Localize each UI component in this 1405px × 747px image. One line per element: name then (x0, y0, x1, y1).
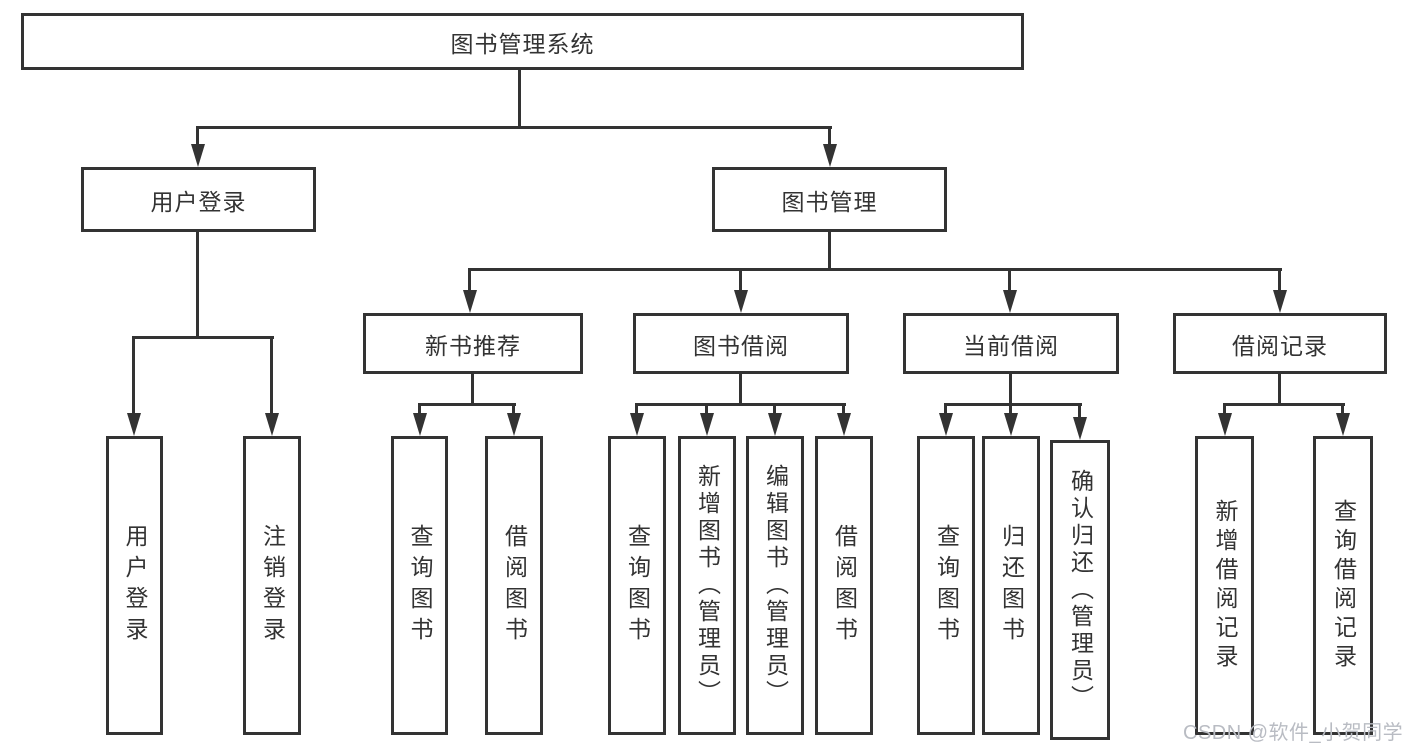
leaf-confirm-return-admin: 确认归还（管理员） (1050, 440, 1110, 740)
arrow-down-icon (265, 413, 279, 436)
arrow-down-icon (700, 413, 714, 436)
leaf-add-borrow-record: 新增借阅记录 (1195, 436, 1254, 735)
arrow-down-icon (630, 413, 644, 436)
leaf-query-borrow-record: 查询借阅记录 (1313, 436, 1373, 735)
watermark: CSDN @软件_小贺同学 (1183, 722, 1404, 744)
connector-current-drop (1078, 403, 1081, 418)
connector-recommend-drop (418, 403, 421, 414)
node-book-management: 图书管理 (712, 167, 947, 232)
connector-user-login-vline (196, 232, 199, 338)
connector-recommend-vline (471, 374, 474, 406)
connector-book-mgmt-drop (468, 268, 471, 290)
arrow-down-icon (1336, 413, 1350, 436)
leaf-borrow-book-recommend: 借阅图书 (485, 436, 543, 735)
arrow-down-icon (1218, 413, 1232, 436)
connector-current-drop (944, 403, 947, 414)
leaf-query-book-current: 查询图书 (917, 436, 975, 735)
connector-root-vline (518, 70, 521, 128)
connector-book-mgmt-drop (1278, 268, 1281, 290)
arrow-down-icon (413, 413, 427, 436)
arrow-down-icon (1003, 290, 1017, 313)
arrow-down-icon (1004, 413, 1018, 436)
leaf-return-book: 归还图书 (982, 436, 1040, 735)
arrow-down-icon (1073, 417, 1087, 440)
connector-user-login-drop (270, 336, 273, 414)
leaf-logout-login: 注销登录 (243, 436, 301, 735)
connector-borrow-drop (773, 403, 776, 414)
connector-current-drop (1009, 403, 1012, 414)
connector-borrow-vline (739, 374, 742, 406)
connector-records-drop (1341, 403, 1344, 414)
connector-root-drop (828, 126, 831, 146)
connector-recommend-drop (512, 403, 515, 414)
connector-records-drop (1223, 403, 1226, 414)
connector-records-vline (1278, 374, 1281, 406)
node-book-borrow: 图书借阅 (633, 313, 849, 374)
connector-root-hline (196, 126, 832, 129)
connector-records-hline (1223, 403, 1345, 406)
node-root: 图书管理系统 (21, 13, 1024, 70)
connector-borrow-drop (635, 403, 638, 414)
arrow-down-icon (463, 290, 477, 313)
arrow-down-icon (127, 413, 141, 436)
connector-borrow-hline (635, 403, 846, 406)
connector-borrow-drop (842, 403, 845, 414)
arrow-down-icon (837, 413, 851, 436)
node-user-login: 用户登录 (81, 167, 316, 232)
connector-current-vline (1009, 374, 1012, 406)
connector-book-mgmt-hline (468, 268, 1282, 271)
leaf-add-book-admin: 新增图书（管理员） (678, 436, 736, 735)
connector-book-mgmt-vline (828, 232, 831, 270)
connector-book-mgmt-drop (739, 268, 742, 290)
connector-user-login-drop (132, 336, 135, 414)
node-new-book-recommend: 新书推荐 (363, 313, 583, 374)
connector-current-hline (944, 403, 1082, 406)
node-borrow-records: 借阅记录 (1173, 313, 1387, 374)
leaf-query-book-borrow: 查询图书 (608, 436, 666, 735)
connector-root-drop (196, 126, 199, 146)
arrow-down-icon (191, 144, 205, 167)
connector-borrow-drop (705, 403, 708, 414)
leaf-user-login: 用户登录 (106, 436, 163, 735)
arrow-down-icon (823, 144, 837, 167)
arrow-down-icon (734, 290, 748, 313)
leaf-borrow-book-borrow: 借阅图书 (815, 436, 873, 735)
connector-recommend-hline (418, 403, 516, 406)
arrow-down-icon (939, 413, 953, 436)
node-current-borrow: 当前借阅 (903, 313, 1119, 374)
connector-user-login-hline (132, 336, 274, 339)
arrow-down-icon (768, 413, 782, 436)
leaf-edit-book-admin: 编辑图书（管理员） (746, 436, 804, 735)
connector-book-mgmt-drop (1008, 268, 1011, 290)
leaf-query-book-recommend: 查询图书 (391, 436, 448, 735)
arrow-down-icon (1273, 290, 1287, 313)
arrow-down-icon (507, 413, 521, 436)
